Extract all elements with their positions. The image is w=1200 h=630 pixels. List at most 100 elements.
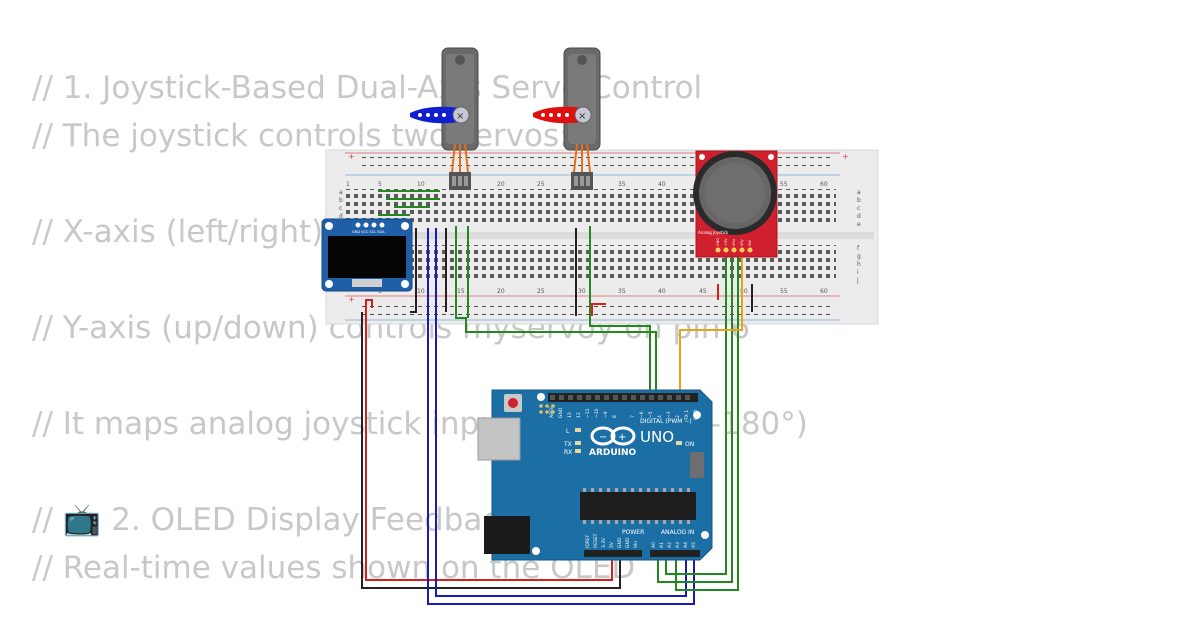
column-number: 5 [378, 181, 382, 188]
power-pin-label: Vin [633, 541, 639, 548]
rail-plus-label: + [348, 152, 355, 161]
arduino-pin-label: 7 [630, 415, 636, 418]
row-letter: h [857, 261, 861, 268]
row-letter: d [339, 213, 343, 220]
arduino-pin-label: ~11 [585, 408, 591, 418]
analog-pin-label: A4 [683, 542, 689, 548]
column-number: 40 [658, 288, 666, 295]
arduino-pin-label: 12 [576, 412, 582, 418]
oled-pin-labels: GND VCC SCL SDA [352, 230, 385, 234]
arduino-pin-label: RX 0 [693, 409, 699, 420]
analog-header [650, 550, 700, 557]
joystick-pin-label: VRx [732, 239, 736, 246]
arduino-pin-label: ~6 [639, 411, 645, 418]
joystick-pin-label: SW [748, 240, 752, 246]
column-number: 35 [618, 181, 626, 188]
row-letter: b [857, 197, 861, 204]
usb-port [477, 417, 521, 461]
arduino-pin-label: ~9 [603, 411, 609, 418]
power-header [584, 550, 642, 557]
svg-text:×: × [456, 111, 464, 122]
led-label: TX [563, 441, 572, 448]
row-letter: c [339, 205, 342, 212]
column-number: 10 [417, 181, 425, 188]
joystick-pin-label: +5V [724, 238, 728, 246]
wires [361, 226, 753, 605]
arduino-uno[interactable]: AREF GND 13 12 ~11 ~10 ~9 8 7 ~6 ~5 4 ~3… [477, 389, 713, 561]
row-letter: d [857, 213, 861, 220]
row-letter: a [857, 189, 861, 196]
column-number: 15 [457, 288, 465, 295]
svg-text:−: − [599, 432, 607, 443]
row-letter: e [857, 221, 861, 228]
arduino-brand: ARDUINO [589, 448, 637, 458]
column-number: 10 [417, 288, 425, 295]
analog-pin-label: A2 [667, 542, 673, 548]
row-letter: i [857, 269, 859, 276]
arduino-pin-label: ~5 [648, 411, 654, 418]
row-letter: f [857, 245, 860, 252]
analog-pin-label: A3 [675, 542, 681, 548]
rail-plus-label: + [348, 295, 355, 304]
arduino-pin-label: 4 [657, 415, 663, 418]
analog-label: ANALOG IN [661, 529, 694, 536]
breadboard-jumpers [378, 190, 440, 216]
column-number: 60 [820, 288, 828, 295]
column-number: 25 [537, 181, 545, 188]
column-number: 50 [740, 288, 748, 295]
analog-pin-label: A5 [691, 542, 697, 548]
column-number: 25 [537, 288, 545, 295]
analog-pin-label: A0 [651, 542, 657, 548]
oled-screen [328, 236, 406, 278]
led-label: RX [564, 449, 572, 456]
joystick-pin-label: VRy [740, 239, 744, 246]
row-letter: c [857, 205, 860, 212]
arduino-pin-label: GND [558, 407, 564, 418]
row-letter: g [857, 253, 861, 260]
reset-button[interactable] [508, 398, 518, 408]
arduino-pin-label: ~3 [666, 411, 672, 418]
atmega-chip [580, 492, 696, 520]
column-number: 20 [497, 181, 505, 188]
servo-y[interactable]: × [533, 47, 601, 190]
svg-text:×: × [578, 111, 586, 122]
svg-text:+: + [618, 432, 626, 443]
arduino-pin-label: TX 1 [684, 410, 690, 421]
column-number: 60 [820, 181, 828, 188]
column-number: 55 [780, 181, 788, 188]
digital-label: DIGITAL (PWM ~) [640, 418, 692, 425]
arduino-pin-label: ~10 [594, 408, 600, 418]
arduino-pin-label: 8 [612, 415, 618, 418]
power-pin-label: IOREF [585, 534, 591, 548]
arduino-logo: − + [590, 426, 636, 446]
joystick-pin-label: GND [716, 238, 720, 246]
icsp-header [690, 452, 704, 478]
led-label: L [566, 428, 570, 435]
analog-pin-label: A1 [659, 542, 665, 548]
column-number: 20 [497, 288, 505, 295]
arduino-pin-label: 2 [675, 415, 681, 418]
joystick-module[interactable]: Analog Joystick GND +5V VRx VRy SW [693, 150, 778, 258]
power-pin-label: 5V [609, 541, 615, 548]
oled-display[interactable]: GND VCC SCL SDA [321, 218, 413, 292]
arduino-pin-label: 13 [567, 412, 573, 418]
dc-jack [484, 516, 530, 554]
power-pin-label: GND [625, 537, 631, 548]
row-letter: j [856, 277, 859, 284]
power-pin-label: RESET [593, 533, 599, 548]
column-number: 35 [618, 288, 626, 295]
power-pin-label: GND [617, 537, 623, 548]
arduino-model: UNO [640, 428, 674, 446]
power-pin-label: 3.3V [601, 537, 607, 548]
column-number: 1 [346, 181, 350, 188]
servo-x[interactable]: × [410, 47, 479, 190]
row-letter: a [339, 189, 343, 196]
rail-plus-label: + [842, 152, 849, 161]
column-number: 40 [658, 181, 666, 188]
joystick-label: Analog Joystick [698, 230, 729, 235]
column-number: 30 [578, 288, 586, 295]
row-letter: b [339, 197, 343, 204]
power-label: POWER [622, 529, 644, 536]
on-led-label: ON [685, 441, 694, 448]
